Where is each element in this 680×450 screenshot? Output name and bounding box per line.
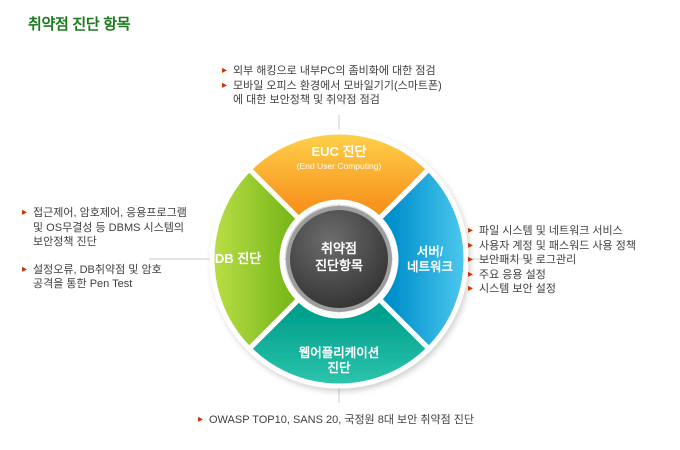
segment-server-label-line1: 서버/ xyxy=(417,244,444,259)
center-circle xyxy=(290,210,388,308)
note-web: ▸ OWASP TOP10, SANS 20, 국정원 8대 보안 취약점 진단 xyxy=(198,413,474,428)
note-line: ▸ 외부 해킹으로 내부PC의 좀비화에 대한 점검 xyxy=(222,64,442,79)
segment-server xyxy=(376,166,469,352)
note-line: ▸ OWASP TOP10, SANS 20, 국정원 8대 보안 취약점 진단 xyxy=(198,413,474,428)
note-line: ▸ 파일 시스템 및 네트워크 서비스 xyxy=(468,224,636,239)
note-text: 설정오류, DB취약점 및 암호 xyxy=(33,263,162,276)
segment-euc-label: EUC 진단 xyxy=(312,144,367,159)
bullet-icon: ▸ xyxy=(468,239,474,251)
note-line: ▸ 설정오류, DB취약점 및 암호 xyxy=(22,263,187,278)
page-title: 취약점 진단 항목 xyxy=(28,16,131,33)
note-server: ▸ 파일 시스템 및 네트워크 서비스 ▸ 사용자 계정 및 패스워드 사용 정… xyxy=(468,224,636,297)
note-euc: ▸ 외부 해킹으로 내부PC의 좀비화에 대한 점검 ▸ 모바일 오피스 환경에… xyxy=(222,64,442,108)
segment-web-label-line1: 웹어플리케이션 xyxy=(299,345,380,360)
bullet-icon: ▸ xyxy=(222,65,228,76)
note-text: 파일 시스템 및 네트워크 서비스 xyxy=(479,225,623,237)
center-label-line1: 취약점 xyxy=(321,241,357,256)
note-text: 시스템 보안 설정 xyxy=(479,283,556,295)
bullet-icon: ▸ xyxy=(222,79,228,91)
center-label-line2: 진단항목 xyxy=(315,258,363,273)
segment-euc-sublabel: (End User Computing) xyxy=(297,161,382,171)
note-text: 및 OS무결성 등 DBMS 시스템의 xyxy=(33,221,184,234)
bullet-icon: ▸ xyxy=(468,268,474,280)
note-text: OWASP TOP10, SANS 20, 국정원 8대 보안 취약점 진단 xyxy=(209,414,474,426)
bullet-icon: ▸ xyxy=(22,207,28,218)
note-line: ▸ 접근제어, 암호제어, 응용프로그램 xyxy=(22,206,187,221)
note-line: 공격을 통한 Pen Test xyxy=(22,277,187,292)
note-db: ▸ 접근제어, 암호제어, 응용프로그램 및 OS무결성 등 DBMS 시스템의… xyxy=(22,206,187,292)
note-text: 사용자 계정 및 패스워드 사용 정책 xyxy=(479,239,636,252)
segment-server-label-line2: 네트워크 xyxy=(407,259,454,274)
note-line: ▸ 보안패치 및 로그관리 xyxy=(468,253,636,268)
bullet-icon: ▸ xyxy=(198,414,204,425)
note-text: 주요 응용 설정 xyxy=(479,268,546,281)
bullet-icon: ▸ xyxy=(468,254,474,265)
note-line: 에 대한 보안정책 및 취약점 점검 xyxy=(222,93,442,108)
segment-db-label: DB 진단 xyxy=(215,251,261,266)
note-text: 접근제어, 암호제어, 응용프로그램 xyxy=(33,207,187,219)
bullet-icon: ▸ xyxy=(468,283,474,294)
note-text: 에 대한 보안정책 및 취약점 점검 xyxy=(233,94,380,106)
note-line: ▸ 주요 응용 설정 xyxy=(468,268,636,283)
note-line: 보안정책 진단 xyxy=(22,235,187,250)
bullet-icon: ▸ xyxy=(22,263,28,275)
note-line: ▸ 시스템 보안 설정 xyxy=(468,282,636,297)
note-line: 및 OS무결성 등 DBMS 시스템의 xyxy=(22,221,187,236)
note-text: 보안패치 및 로그관리 xyxy=(479,254,577,266)
segment-db xyxy=(209,166,302,352)
note-text: 공격을 통한 Pen Test xyxy=(33,278,133,290)
segment-euc xyxy=(246,129,432,222)
segment-web xyxy=(246,296,432,389)
note-line: ▸ 사용자 계정 및 패스워드 사용 정책 xyxy=(468,239,636,254)
bullet-icon: ▸ xyxy=(468,225,474,236)
note-text: 보안정책 진단 xyxy=(33,236,97,248)
segment-web-label-line2: 진단 xyxy=(327,360,351,375)
note-line: ▸ 모바일 오피스 환경에서 모바일기기(스마트폰) xyxy=(222,79,442,94)
note-text: 외부 해킹으로 내부PC의 좀비화에 대한 점검 xyxy=(233,65,436,77)
note-text: 모바일 오피스 환경에서 모바일기기(스마트폰) xyxy=(233,79,442,92)
